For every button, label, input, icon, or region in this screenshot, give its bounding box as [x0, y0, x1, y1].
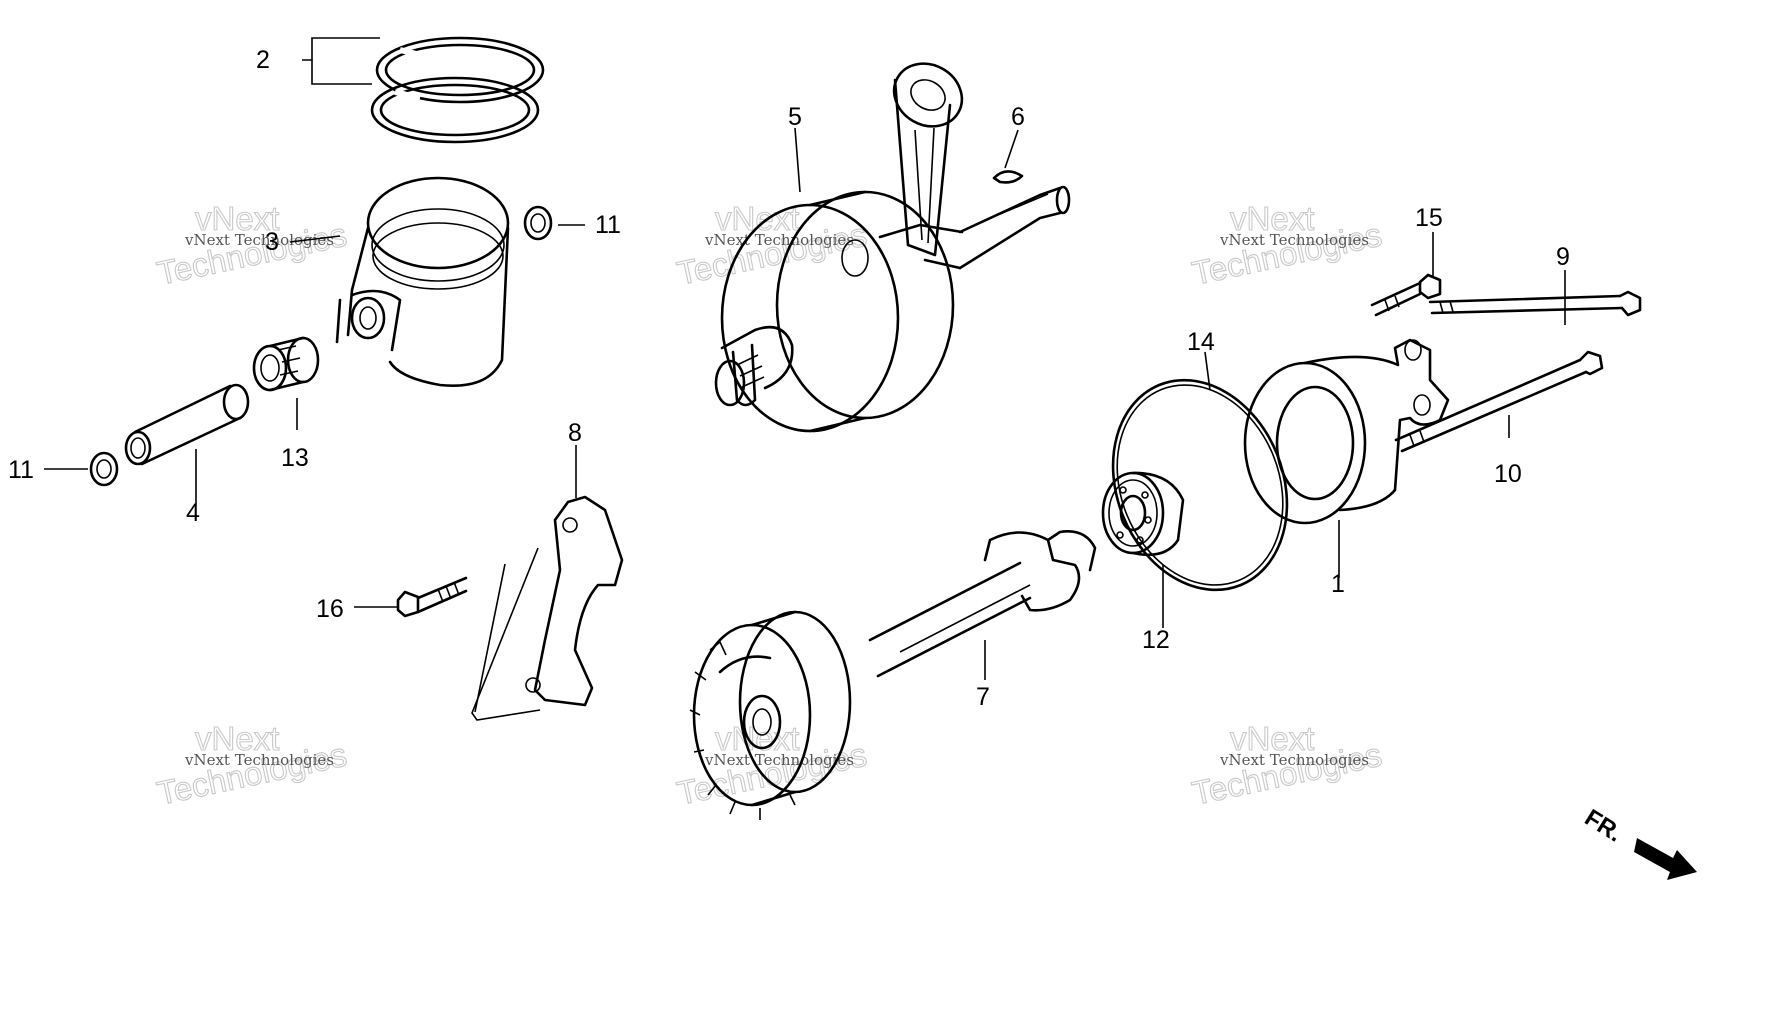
- crank-bearing: [1101, 471, 1185, 557]
- callout-11-right: 11: [595, 211, 621, 239]
- watermark-top-right: vNext Technologies vNext Technologies: [1188, 199, 1385, 292]
- svg-text:vNext: vNext: [195, 200, 279, 237]
- svg-text:vNext: vNext: [715, 720, 799, 757]
- callout-14: 14: [1187, 328, 1215, 356]
- svg-text:vNext Technologies: vNext Technologies: [1219, 751, 1369, 769]
- callout-7: 7: [976, 683, 990, 711]
- svg-text:vNext Technologies: vNext Technologies: [1219, 231, 1369, 249]
- callout-5: 5: [788, 103, 802, 131]
- svg-text:vNext Technologies: vNext Technologies: [704, 231, 854, 249]
- callout-8: 8: [568, 419, 582, 447]
- callout-numbers: 1 2 3 4 5 6 7 8 9 10 11 11 12 13 14 15 1…: [8, 46, 1570, 711]
- watermark-bottom-left: vNext Technologies vNext Technologies: [153, 719, 350, 812]
- svg-text:vNext Technologies: vNext Technologies: [184, 231, 334, 249]
- svg-text:vNext: vNext: [1230, 720, 1314, 757]
- leader-lines: [44, 37, 1566, 680]
- callout-4: 4: [186, 499, 200, 527]
- needle-bearing: [252, 336, 320, 392]
- svg-text:vNext Technologies: vNext Technologies: [704, 751, 854, 769]
- svg-text:vNext: vNext: [1230, 200, 1314, 237]
- callout-3: 3: [265, 228, 279, 256]
- piston-pin: [124, 383, 250, 466]
- watermark-bottom-right: vNext Technologies vNext Technologies: [1188, 719, 1385, 812]
- svg-text:FR.: FR.: [1580, 804, 1627, 847]
- svg-text:vNext: vNext: [715, 200, 799, 237]
- svg-text:vNext Technologies: vNext Technologies: [184, 751, 334, 769]
- arrow-right-icon: [1634, 838, 1697, 880]
- long-bolt-9: [1428, 290, 1642, 317]
- bolt-15: [1370, 273, 1442, 317]
- callout-6: 6: [1011, 103, 1025, 131]
- callout-10: 10: [1494, 460, 1522, 488]
- callout-11-left: 11: [8, 456, 34, 484]
- callout-12: 12: [1142, 626, 1170, 654]
- piston-pin-clip-lower: [89, 451, 119, 487]
- piston: [335, 176, 510, 387]
- o-ring: [1111, 378, 1289, 592]
- crankshaft: [714, 62, 1071, 433]
- svg-text:vNext: vNext: [195, 720, 279, 757]
- callout-1: 1: [1331, 570, 1345, 598]
- callout-13: 13: [281, 444, 309, 472]
- long-bolt-10: [1394, 350, 1604, 453]
- callout-9: 9: [1556, 243, 1570, 271]
- watermark-top-left: vNext Technologies vNext Technologies: [153, 199, 350, 292]
- bolt-16: [396, 576, 468, 618]
- watermark-top-center: vNext Technologies vNext Technologies: [673, 199, 870, 292]
- callout-16: 16: [316, 595, 344, 623]
- crankcase-plate: [471, 495, 624, 721]
- piston-pin-clip-upper: [523, 205, 553, 241]
- front-direction-indicator: FR.: [1580, 804, 1697, 880]
- piston-rings: [370, 36, 545, 144]
- callout-15: 15: [1415, 204, 1443, 232]
- callout-2: 2: [256, 46, 270, 74]
- balancer-shaft: [689, 530, 1097, 820]
- woodruff-key: [992, 170, 1024, 184]
